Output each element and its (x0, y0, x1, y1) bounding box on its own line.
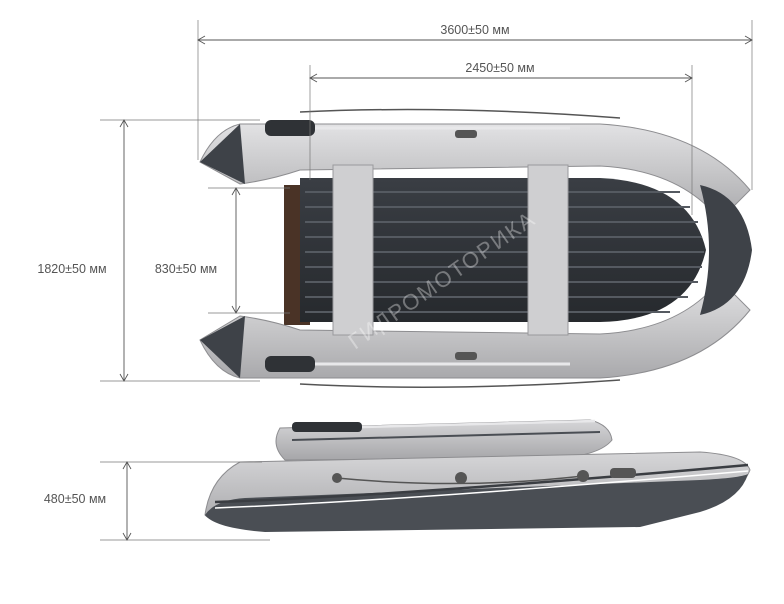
handle-upper (455, 130, 477, 138)
dimension-overall-width: 1820±50 мм (37, 119, 260, 382)
dim-label-overall-width: 1820±50 мм (37, 262, 106, 276)
rope-lower (299, 379, 621, 388)
seat-rear (332, 164, 374, 336)
dim-label-overall-length: 3600±50 мм (440, 23, 509, 37)
dimension-height: 480±50 мм (44, 461, 270, 541)
top-view-boat (199, 108, 752, 388)
dim-label-inner-width: 830±50 мм (155, 262, 217, 276)
rope-upper (299, 108, 621, 119)
side-view-boat (204, 419, 751, 532)
side-fitting-2 (455, 472, 467, 484)
side-stripe-1 (214, 463, 749, 504)
stern-tip-lower (200, 316, 245, 378)
side-stripe-2 (214, 470, 749, 509)
dimension-inner-width: 830±50 мм (155, 187, 290, 314)
dimension-overall-length: 3600±50 мм (197, 20, 753, 190)
side-keel (205, 474, 748, 532)
oar-lower (265, 356, 570, 372)
dimension-inner-length: 2450±50 мм (309, 61, 693, 215)
dim-label-height: 480±50 мм (44, 492, 106, 506)
oar-upper (265, 120, 570, 136)
side-rope (336, 475, 584, 485)
handle-lower (455, 352, 477, 360)
tube-lower (199, 279, 751, 379)
boat-floor (300, 178, 706, 322)
side-handle (610, 468, 636, 478)
dim-label-inner-length: 2450±50 мм (465, 61, 534, 75)
bow-cone (700, 185, 752, 315)
seat-front (527, 164, 569, 336)
side-oar (292, 419, 596, 432)
tube-upper (199, 123, 751, 221)
stern-tip-upper (200, 124, 245, 184)
